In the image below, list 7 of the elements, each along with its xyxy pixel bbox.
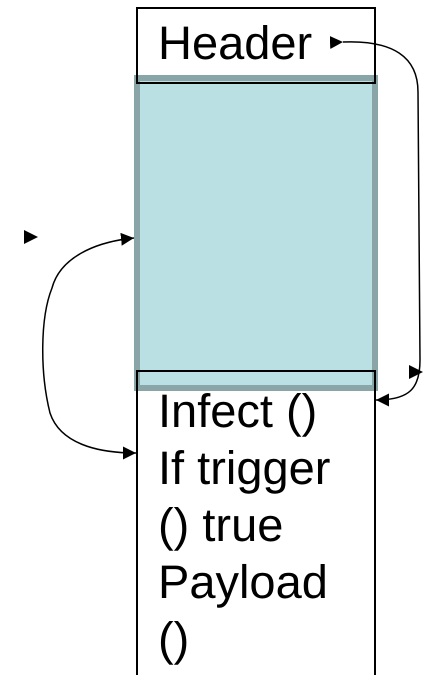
code-text: Infect () If trigger () true Payload () (158, 383, 332, 667)
header-label: Header (158, 15, 314, 71)
curved-arrow (330, 36, 421, 406)
curved-arrow (42, 233, 136, 460)
code-box (136, 370, 376, 675)
shaded-block (134, 75, 378, 391)
header-box (136, 7, 376, 84)
